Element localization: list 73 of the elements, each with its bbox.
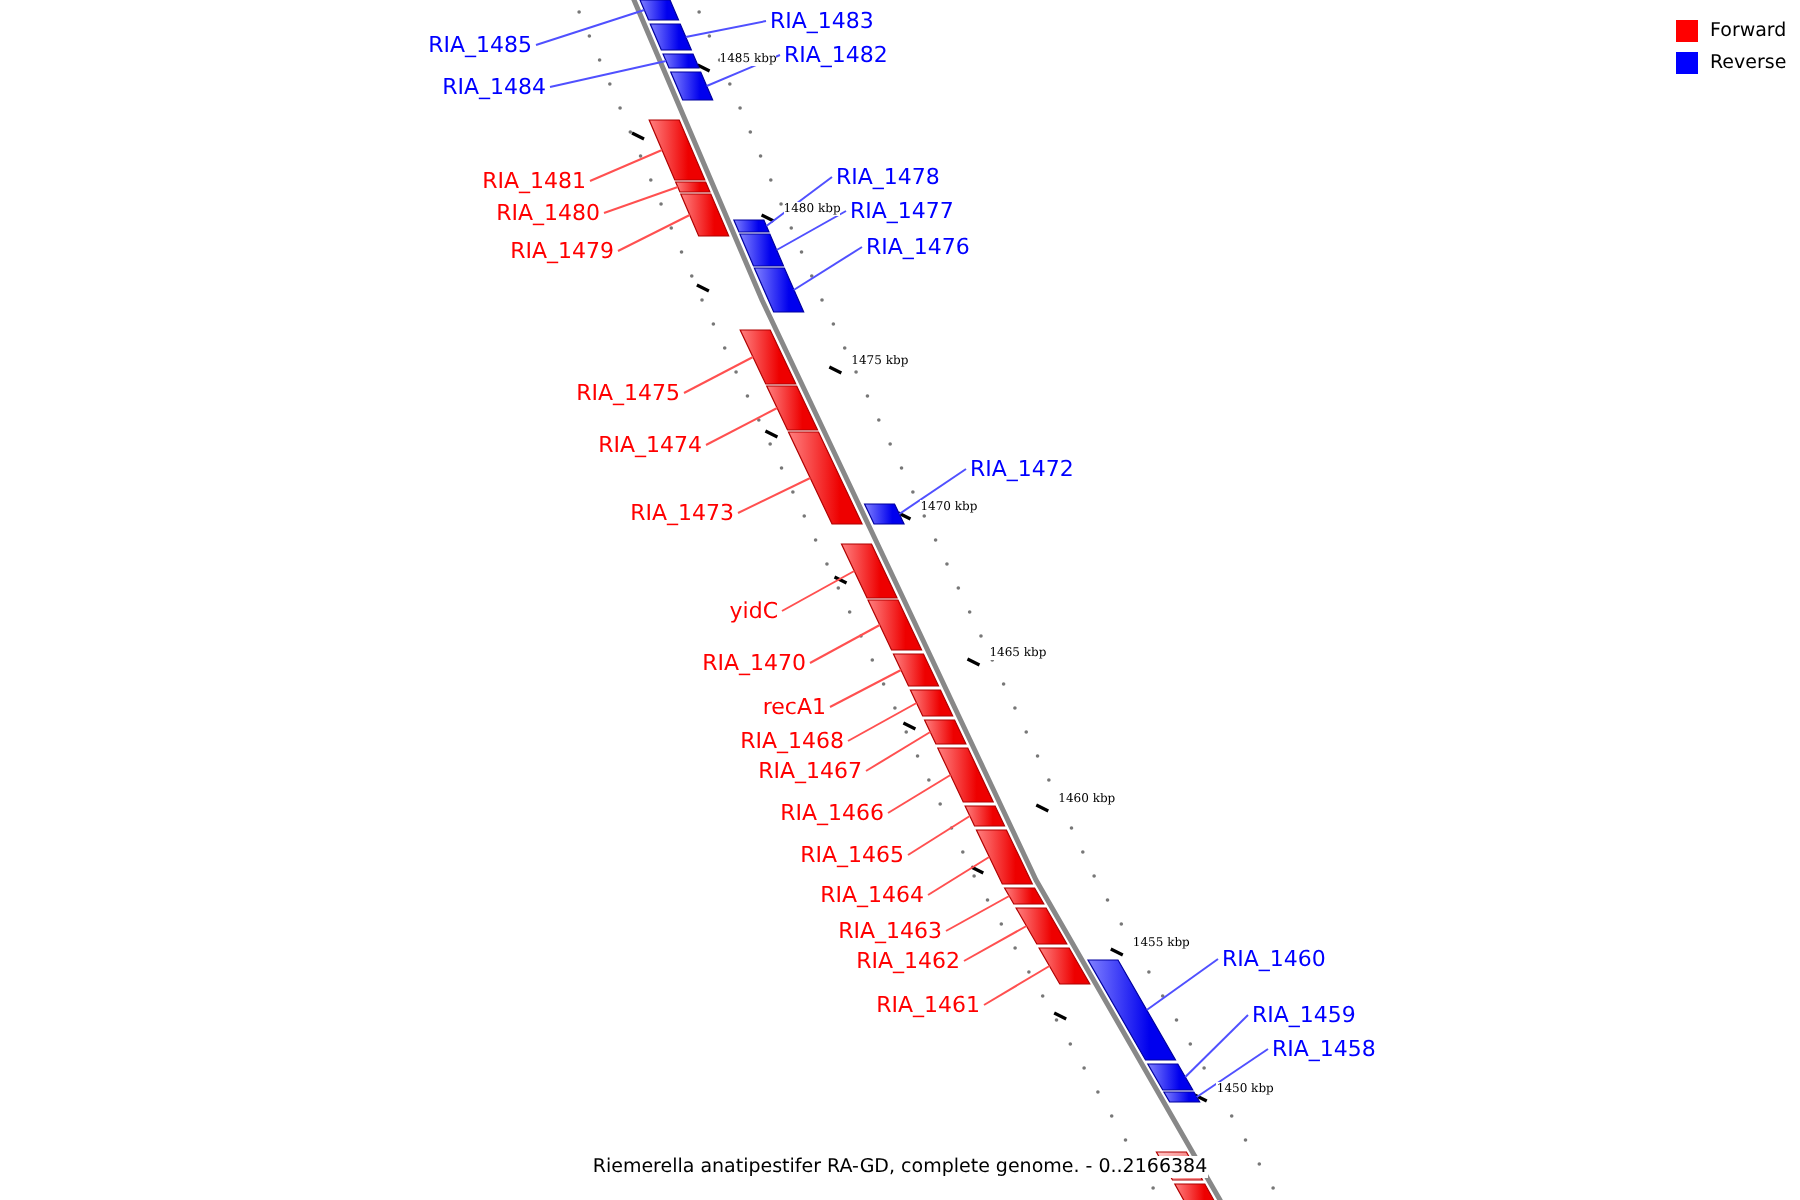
gene-label: RIA_1464 — [820, 882, 924, 908]
leader-line — [775, 210, 847, 251]
leader-line — [907, 815, 971, 856]
gene-label: RIA_1459 — [1252, 1002, 1356, 1028]
gene-label: RIA_1463 — [838, 918, 942, 944]
leader-line — [887, 774, 952, 814]
gene-label: RIA_1460 — [1222, 946, 1326, 972]
leader-line — [1195, 1048, 1269, 1098]
leader-line — [1145, 958, 1219, 1011]
gene-block — [753, 267, 805, 313]
gene-label: RIA_1468 — [740, 728, 844, 754]
gene-block — [639, 0, 680, 21]
gene-label: recA1 — [762, 694, 826, 720]
gene-block — [909, 689, 954, 717]
gene-label: RIA_1476 — [866, 234, 970, 260]
gene-label: RIA_1483 — [770, 8, 874, 34]
gene-block — [892, 653, 940, 687]
gene-label: RIA_1478 — [836, 164, 940, 190]
gene-block — [1173, 1183, 1218, 1200]
leader-line — [1184, 1014, 1249, 1078]
gene-label: RIA_1466 — [780, 800, 884, 826]
leader-line — [983, 965, 1051, 1006]
legend-label: Forward — [1710, 20, 1787, 42]
leader-line — [705, 407, 779, 446]
leader-line — [829, 669, 902, 708]
gene-label: RIA_1485 — [428, 32, 532, 58]
gene-block — [923, 719, 967, 745]
gene-label: RIA_1474 — [598, 432, 702, 458]
gene-label: RIA_1480 — [496, 200, 600, 226]
gene-label: RIA_1473 — [630, 500, 734, 526]
gene-block — [964, 805, 1006, 827]
leader-line — [945, 895, 1011, 932]
gene-label: RIA_1461 — [876, 992, 980, 1018]
caption: Riemerella anatipestifer RA-GD, complete genome. - 0..2166384 — [592, 1156, 1208, 1178]
leader-line — [781, 570, 856, 612]
gene-block — [1038, 947, 1091, 985]
leader-line — [898, 468, 967, 515]
gene-block — [840, 543, 898, 599]
gene-label: RIA_1477 — [850, 198, 954, 224]
gene-label: RIA_1472 — [970, 456, 1074, 482]
gene-label: RIA_1470 — [702, 650, 806, 676]
gene-block — [739, 329, 797, 385]
gene-label: RIA_1481 — [482, 168, 586, 194]
leader-line — [535, 9, 646, 46]
leader-line — [589, 149, 663, 182]
gene-block — [1003, 887, 1045, 905]
leader-line — [549, 60, 668, 88]
leader-line — [737, 477, 812, 514]
leader-line — [684, 20, 767, 38]
gene-block — [867, 599, 923, 651]
leader-line — [927, 856, 991, 896]
gene-block — [1086, 959, 1177, 1061]
legend-label: Reverse — [1710, 52, 1787, 74]
leader-line — [847, 702, 918, 742]
gene-label: RIA_1484 — [442, 74, 546, 100]
leader-line — [683, 356, 754, 394]
gene-label: RIA_1479 — [510, 238, 614, 264]
leader-line — [617, 214, 691, 252]
gene-label: RIA_1458 — [1272, 1036, 1376, 1062]
leader-line — [809, 624, 881, 664]
gene-block — [863, 503, 905, 525]
gene-block — [765, 385, 819, 431]
gene-label: yidC — [729, 598, 778, 624]
gene-label: RIA_1462 — [856, 948, 960, 974]
leader-line — [603, 186, 679, 214]
gene-label: RIA_1482 — [784, 42, 888, 68]
gene-block — [787, 431, 863, 525]
leader-line — [865, 731, 932, 772]
gene-label: RIA_1475 — [576, 380, 680, 406]
leader-line — [963, 925, 1028, 962]
gene-label: RIA_1465 — [800, 842, 904, 868]
gene-label: RIA_1467 — [758, 758, 862, 784]
leader-line — [792, 246, 863, 291]
